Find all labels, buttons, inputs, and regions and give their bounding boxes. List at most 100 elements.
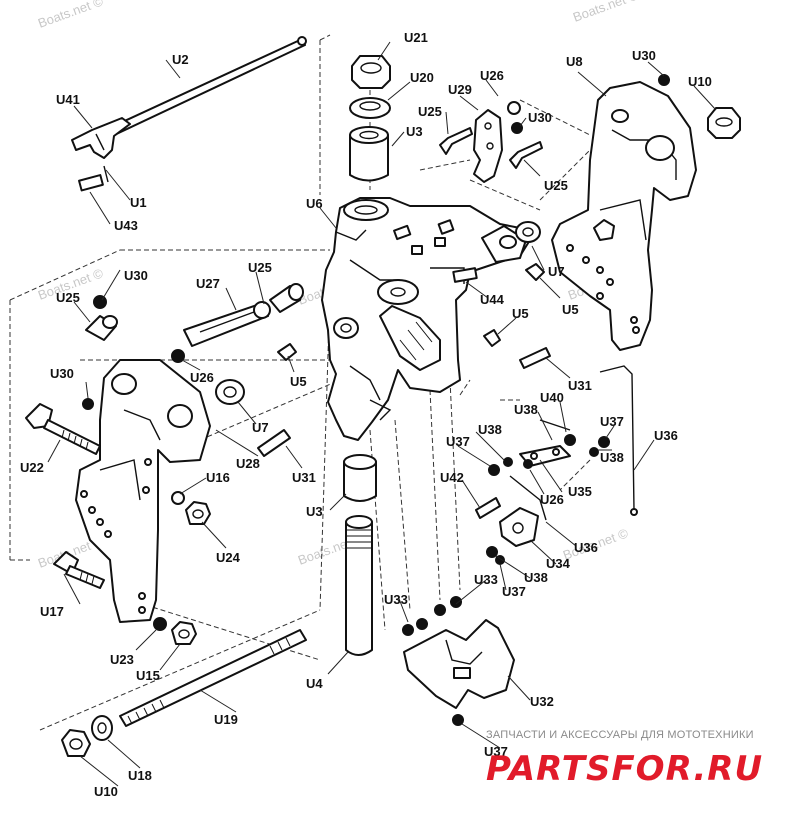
label-U39-bottom: U38	[524, 570, 548, 585]
label-U32: U32	[530, 694, 554, 709]
label-U30-top: U30	[528, 110, 552, 125]
cam-u34	[499, 507, 539, 547]
label-U29: U29	[448, 82, 472, 97]
label-U33-left: U33	[384, 592, 408, 607]
label-U35: U35	[568, 484, 592, 499]
nut-u39-d	[486, 546, 498, 558]
label-U25-left: U25	[248, 260, 272, 275]
nut-u39-b	[589, 447, 599, 457]
bracket-u29	[473, 109, 503, 183]
branding: ЗАПЧАСТИ И АКСЕССУАРЫ ДЛЯ МОТОТЕХНИКИ PA…	[486, 729, 763, 789]
label-U3-bottom: U3	[306, 504, 323, 519]
label-U33-right: U33	[474, 572, 498, 587]
label-U26-small: U26	[540, 492, 564, 507]
label-U40: U40	[540, 390, 564, 405]
label-U18: U18	[128, 768, 152, 783]
label-U34: U34	[546, 556, 571, 571]
washer-u7-left	[215, 379, 245, 405]
label-U42: U42	[440, 470, 464, 485]
label-U10-bottom: U10	[94, 784, 118, 799]
nut-u26-small	[523, 459, 533, 469]
label-U38-top: U37	[600, 414, 624, 429]
bolt-u25-left	[269, 283, 304, 313]
part-labels: U2 U41 U1 U43 U21 U20 U3 U29 U26 U25 U30…	[20, 30, 712, 799]
label-U7-right: U7	[548, 264, 565, 279]
label-U30-right: U30	[632, 48, 656, 63]
label-U28: U28	[236, 456, 260, 471]
label-U16: U16	[206, 470, 230, 485]
label-U26-top: U26	[480, 68, 504, 83]
label-U23: U23	[110, 652, 134, 667]
washer-u20	[349, 97, 391, 119]
label-U36: U36	[574, 540, 598, 555]
label-U38-mid: U37	[446, 434, 470, 449]
washer-u33-b	[450, 596, 462, 608]
washer-u16	[171, 491, 185, 505]
nut-u39-c	[503, 457, 513, 467]
swivel-bracket-u6	[321, 197, 531, 441]
label-U27: U27	[196, 276, 220, 291]
tube-u4	[345, 515, 373, 656]
nut-u30-right	[658, 74, 670, 86]
bolt-u25-b	[509, 141, 543, 169]
label-U5-center: U5	[512, 306, 529, 321]
clamp-bracket-u28	[75, 359, 211, 623]
label-U10-top: U10	[688, 74, 712, 89]
label-U26-left: U26	[190, 370, 214, 385]
label-U39-top: U38	[514, 402, 538, 417]
nut-u10-top	[707, 107, 741, 139]
washer-u26-left	[171, 349, 185, 363]
label-U25-mid: U25	[544, 178, 568, 193]
label-U31-right: U31	[568, 378, 592, 393]
label-U39-right: U38	[600, 450, 624, 465]
cover-u32	[403, 619, 515, 709]
nut-u15	[171, 621, 197, 645]
link-u36	[509, 475, 547, 521]
label-U5-left: U5	[290, 374, 307, 389]
watermark: Boats.net ©	[36, 0, 106, 31]
label-U15: U15	[136, 668, 160, 683]
clamp-bracket-u8	[551, 81, 697, 351]
label-U39-mid: U38	[478, 422, 502, 437]
label-U37: U36	[654, 428, 678, 443]
label-U5-right: U5	[562, 302, 579, 317]
label-U38-bottom-right: U37	[502, 584, 526, 599]
label-U22: U22	[20, 460, 44, 475]
label-U6: U6	[306, 196, 323, 211]
bolt-u22	[25, 403, 101, 455]
nut-u21	[351, 55, 391, 89]
leader-lines	[47, 41, 717, 787]
label-U21: U21	[404, 30, 428, 45]
nut-u30	[511, 122, 523, 134]
label-U20: U20	[410, 70, 434, 85]
bolt-u17	[53, 551, 105, 589]
label-U30-lower: U30	[50, 366, 74, 381]
label-U19: U19	[214, 712, 238, 727]
label-U25-top: U25	[418, 104, 442, 119]
nut-u38-bottom	[452, 714, 464, 726]
grease-fitting-u5-left	[277, 343, 297, 361]
nut-u38-a	[598, 436, 610, 448]
washer-u33-c	[402, 624, 414, 636]
washer-u33-a	[434, 604, 446, 616]
label-U31-left: U31	[292, 470, 316, 485]
label-U17: U17	[40, 604, 64, 619]
lever-u41	[71, 117, 131, 159]
label-U24: U24	[216, 550, 241, 565]
washer-u33-d	[416, 618, 428, 630]
bushing-u3-top	[349, 126, 389, 182]
watermark: Boats.net ©	[571, 0, 641, 25]
lever-u27	[183, 301, 271, 347]
washer-u18	[91, 715, 113, 741]
nut-u30-left	[93, 295, 107, 309]
pin-u31-left	[257, 429, 291, 457]
bolt-u25-a	[439, 127, 473, 155]
brand-logo: PARTSFOR.RU	[486, 749, 763, 789]
nut-u38-b	[488, 464, 500, 476]
label-U38-bottom: U37	[484, 744, 508, 759]
clip-u43	[78, 165, 109, 192]
label-U30-left: U30	[124, 268, 148, 283]
label-U44: U44	[480, 292, 505, 307]
label-U8: U8	[566, 54, 583, 69]
grease-fitting-u5-center	[483, 329, 501, 347]
